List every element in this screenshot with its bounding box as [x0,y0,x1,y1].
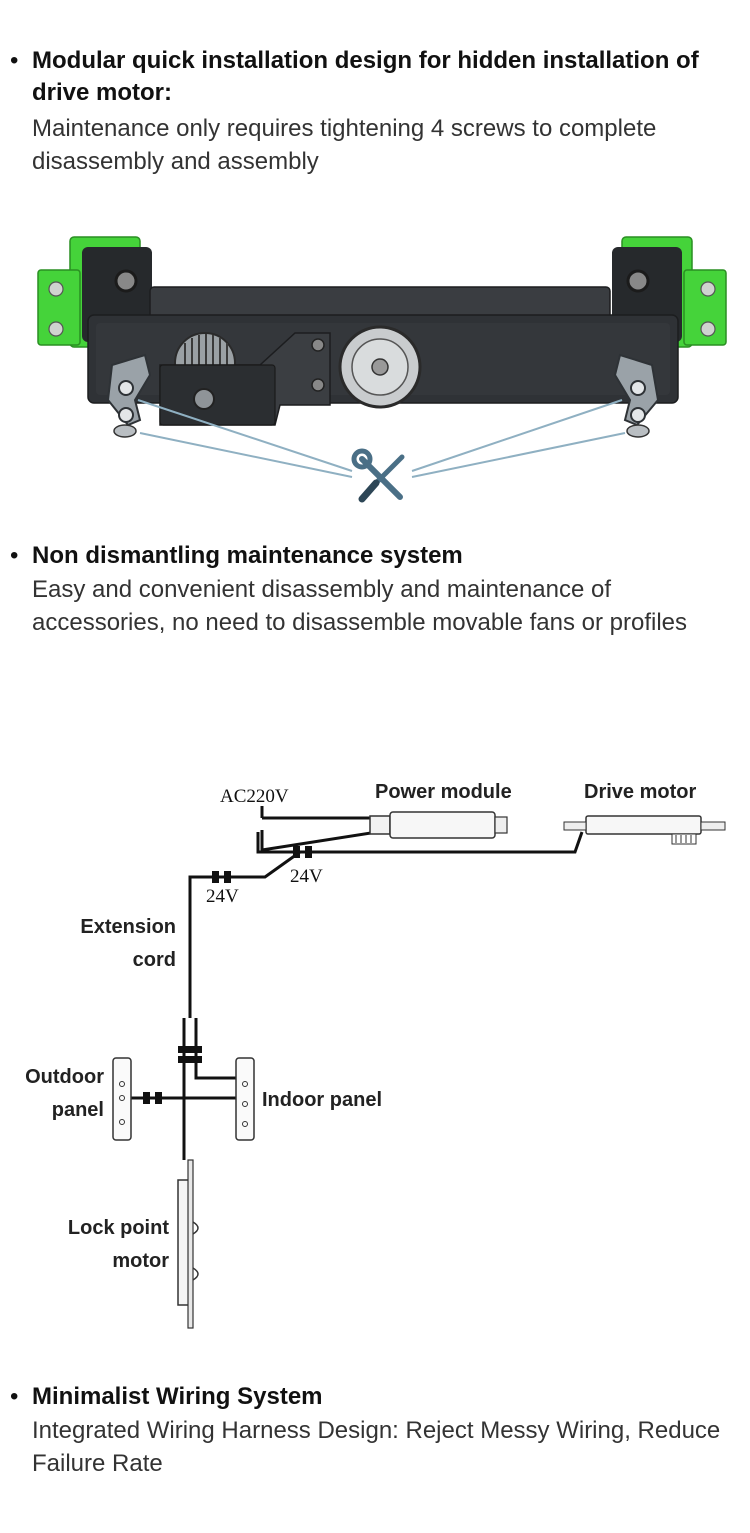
feature-3-title: Minimalist Wiring System [32,1383,323,1410]
bullet-1: • [10,47,19,74]
feature-3-description: Integrated Wiring Harness Design: Reject… [32,1417,721,1477]
bullet-2: • [10,542,19,569]
screw-icons [113,424,650,438]
lock-point-label-2: motor [112,1250,169,1272]
left-mount-clip [106,353,152,427]
extension-cord-label-1: Extension [80,916,176,938]
feature-2-title: Non dismantling maintenance system [32,542,463,569]
ac-voltage-label: AC220V [220,786,289,807]
feature-2: • Non dismantling maintenance system Eas… [0,540,750,680]
outdoor-panel-label-1: Outdoor [25,1066,104,1088]
lock-point-motor [177,1159,199,1329]
tools-icon [351,448,405,503]
connectors [143,846,312,1104]
extension-cord-label-2: cord [133,949,176,971]
right-mount-clip [613,353,660,427]
drive-motor-label: Drive motor [584,781,696,803]
feature-3: • Minimalist Wiring System Integrated Wi… [0,1381,750,1491]
indoor-panel-label: Indoor panel [262,1089,382,1111]
feature-1: • Modular quick installation design for … [0,45,750,185]
power-module-label: Power module [375,781,512,803]
power-module [369,811,508,839]
drive-motor [563,815,726,845]
indoor-panel [235,1057,255,1141]
drive-motor-illustration [37,236,727,503]
feature-1-description: Maintenance only requires tightening 4 s… [32,115,657,175]
wiring-diagram: AC220V Power module Drive motor 24V 24V … [25,781,726,1329]
lock-point-label-1: Lock point [68,1217,169,1239]
feature-2-description: Easy and convenient disassembly and main… [32,576,688,636]
bullet-3: • [10,1383,19,1410]
guide-lines [137,399,626,478]
outdoor-panel [112,1057,132,1141]
voltage-label-1: 24V [206,886,239,907]
feature-1-title: Modular quick installation design for hi… [32,47,699,106]
voltage-label-2: 24V [290,866,323,887]
outdoor-panel-label-2: panel [52,1099,104,1121]
motor-housing [87,286,679,426]
